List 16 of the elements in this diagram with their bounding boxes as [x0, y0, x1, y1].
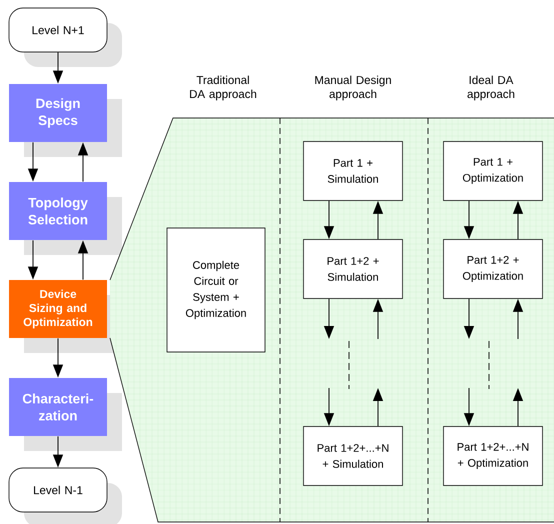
process-box: Part 1+2 + Simulation: [303, 239, 403, 299]
process-box: Complete Circuit or System + Optimization: [166, 228, 266, 352]
column-heading: Manual Design approach: [315, 76, 391, 100]
terminal-box: Level N+1: [8, 8, 108, 52]
process-box: Part 1+2+...+N + Optimization: [443, 426, 543, 486]
process-box: Topology Selection: [9, 182, 107, 240]
process-box: Part 1 + Simulation: [303, 141, 403, 201]
column-heading: Traditional DA approach: [190, 76, 256, 100]
terminal-box: Level N-1: [8, 468, 108, 512]
process-box: Design Specs: [9, 84, 107, 142]
column-heading: Ideal DA approach: [468, 76, 514, 100]
process-box: Part 1+2 + Optimization: [443, 239, 543, 299]
process-box: Device Sizing and Optimization: [9, 280, 107, 338]
process-box: Part 1 + Optimization: [443, 141, 543, 201]
process-box: Part 1+2+...+N + Simulation: [303, 426, 403, 486]
process-box: Characteri-zation: [9, 378, 107, 436]
